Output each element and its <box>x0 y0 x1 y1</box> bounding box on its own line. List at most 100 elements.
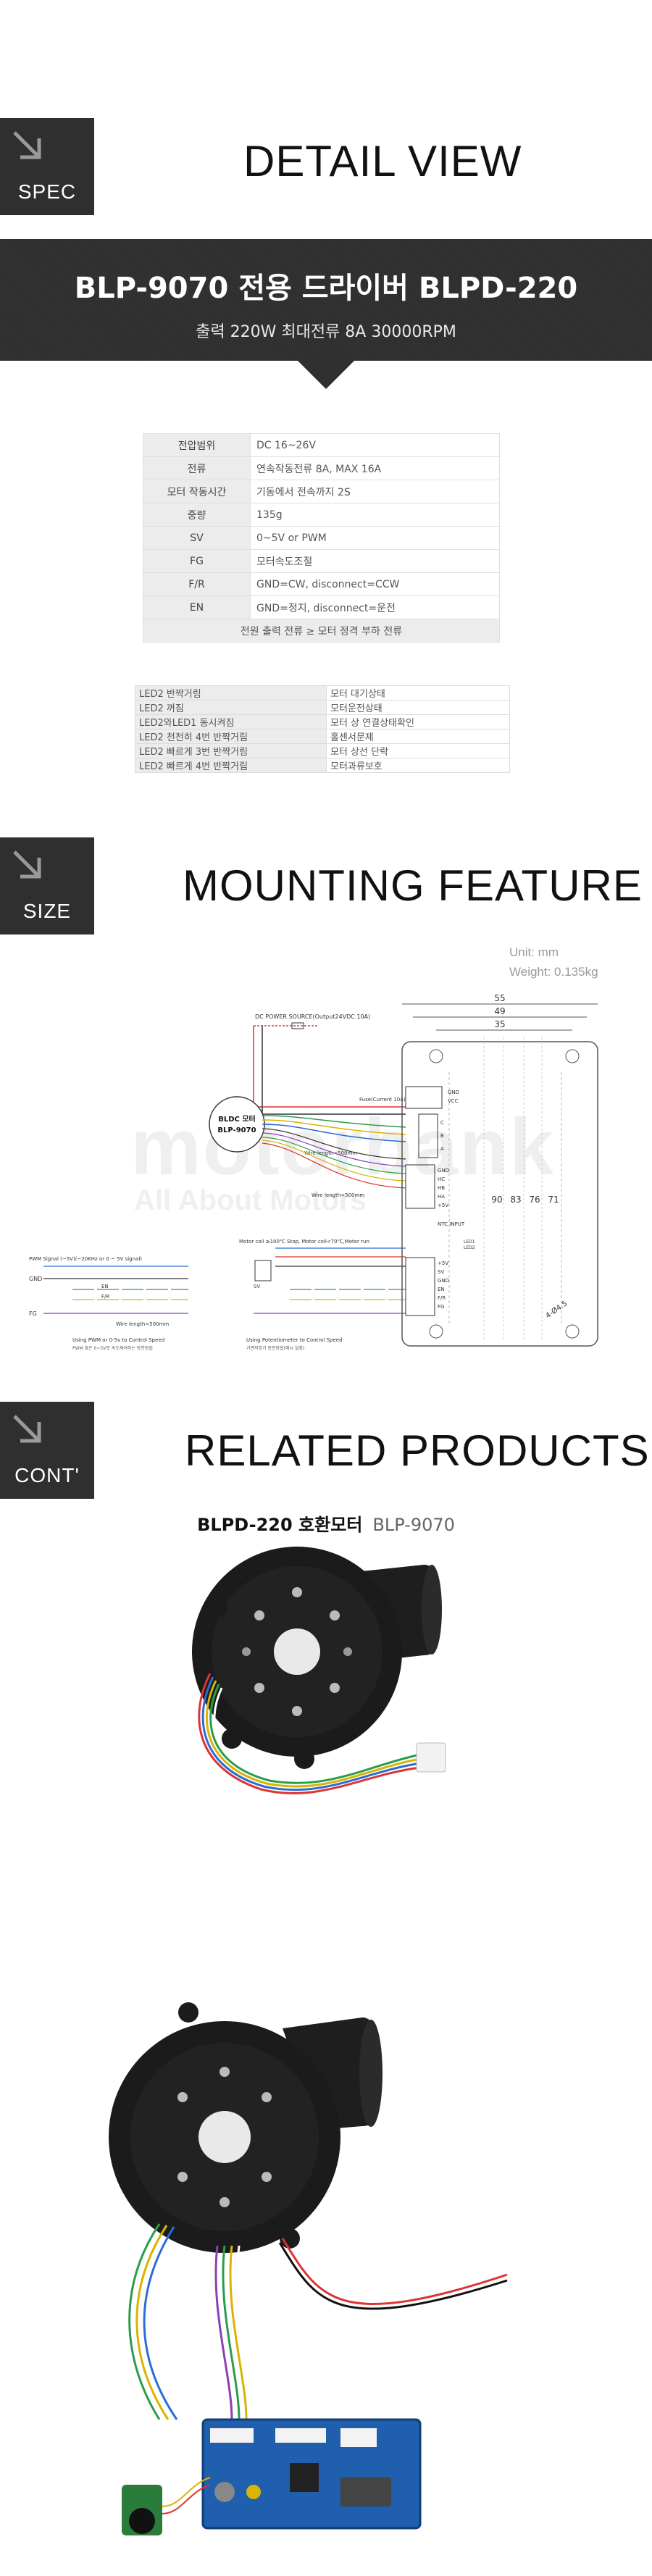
product-title: BLP-9070 전용 드라이버 BLPD-220 <box>74 272 578 305</box>
led-condition: LED2 꺼짐 <box>135 700 327 715</box>
spec-key: 전류 <box>143 456 251 480</box>
dim-71: 71 <box>548 1195 559 1205</box>
cont-badge: CONT' <box>0 1402 94 1499</box>
led-condition: LED2와LED1 동시켜짐 <box>135 714 327 729</box>
ntc-label: NTC INPUT <box>438 1221 465 1227</box>
led-condition: LED2 빠르게 3번 반짝거림 <box>135 743 327 758</box>
blower-motor-image <box>192 1547 446 1795</box>
pin-ctrl-sv: SV <box>438 1269 444 1275</box>
pin-hc: HC <box>438 1176 445 1182</box>
wire-length-label-2: Wire length<500mm <box>312 1192 364 1198</box>
weight-label: Weight: 0.135kg <box>509 965 598 979</box>
dim-35: 35 <box>494 1019 505 1029</box>
wire-length-label-3: Wire length<500mm <box>116 1321 169 1327</box>
led-condition: LED2 빠르게 4번 반짝거림 <box>135 758 327 773</box>
pot-caption-1: Using Potentiometer to Control Speed <box>246 1337 343 1343</box>
spec-value: 135g <box>250 503 500 527</box>
dim-49: 49 <box>494 1006 505 1016</box>
arrow-down-right-icon <box>13 1415 41 1443</box>
pin-ctrl-en: EN <box>438 1287 445 1292</box>
motor-label-1: BLDC 모터 <box>218 1114 256 1124</box>
caption-sub: BLP-9070 <box>372 1515 455 1535</box>
spec-key: 전압범위 <box>143 433 251 457</box>
led2-label: LED2 <box>464 1245 475 1250</box>
spec-key: SV <box>143 526 251 550</box>
pin-ctrl-fr: F/R <box>438 1295 446 1301</box>
dim-90: 90 <box>491 1195 502 1205</box>
fg-label: FG <box>29 1310 37 1317</box>
pin-hb: HB <box>438 1185 445 1191</box>
related-products-title: RELATED PRODUCTS <box>185 1426 650 1475</box>
caption-main: BLPD-220 호환모터 <box>197 1515 363 1535</box>
spec-key: EN <box>143 595 251 619</box>
detail-view-title: DETAIL VIEW <box>243 137 522 185</box>
sv-label: SV <box>254 1284 260 1289</box>
dim-55: 55 <box>494 993 505 1003</box>
cont-badge-label: CONT' <box>14 1464 80 1486</box>
led-meaning: 모터 대기상태 <box>326 685 510 701</box>
dim-76: 76 <box>529 1195 540 1205</box>
pin-gnd: GND <box>448 1090 459 1095</box>
watermark-logo: motorbank <box>130 1103 556 1192</box>
spec-value: 연속작동전류 8A, MAX 16A <box>250 456 500 480</box>
wire-length-label-1: Wire length<500mm <box>304 1150 357 1156</box>
pin-b: B <box>440 1133 444 1139</box>
pwm-caption-2: PWM 혹은 0~5V로 속도제어하는 방안방법 <box>72 1345 153 1351</box>
spec-badge-label: SPEC <box>17 180 77 203</box>
led-condition: LED2 천천히 4번 반짝거림 <box>135 729 327 744</box>
fr-label: F/R <box>101 1294 109 1300</box>
spec-key: F/R <box>143 572 251 596</box>
wiring-diagram: DC POWER SOURCE(Output24VDC 10A) Fuse(Cu… <box>29 993 598 1351</box>
spec-value: 0~5V or PWM <box>250 526 500 550</box>
title-band <box>0 239 652 361</box>
motor-coil-label: Motor coil ≥100℃ Stop, Motor coil<70℃,Mo… <box>239 1239 369 1245</box>
spec-value: GND=CW, disconnect=CCW <box>250 572 500 596</box>
pin-ctrl-fg: FG <box>438 1304 444 1310</box>
title-band-notch <box>297 360 355 389</box>
unit-label: Unit: mm <box>509 945 559 959</box>
fuse-label: Fuse(Current 10A) <box>359 1097 406 1103</box>
pin-hall-5v: +5V <box>438 1203 448 1208</box>
spec-key: 중량 <box>143 503 251 527</box>
led-meaning: 모터 상선 단락 <box>326 743 510 758</box>
led-meaning: 모터 상 연결상태확인 <box>326 714 510 729</box>
led-meaning: 모터운전상태 <box>326 700 510 715</box>
arrow-down-right-icon <box>13 850 41 879</box>
en-label: EN <box>101 1284 109 1289</box>
spec-note: 전원 출력 전류 ≥ 모터 정격 부하 전류 <box>143 619 500 643</box>
led-meaning: 모터과류보호 <box>326 758 510 773</box>
led1-label: LED1 <box>464 1239 475 1245</box>
watermark-tagline: All About Motors <box>134 1184 367 1216</box>
pin-vcc: VCC <box>448 1098 459 1104</box>
pin-c: C <box>440 1120 444 1126</box>
size-badge-label: SIZE <box>22 900 72 922</box>
spec-value: GND=정지, disconnect=운전 <box>250 595 500 619</box>
spec-note-row: 전원 출력 전류 ≥ 모터 정격 부하 전류 <box>143 619 500 643</box>
dim-83: 83 <box>510 1195 521 1205</box>
pwm-signal-label: PWM Signal (~5V)(~20KHz or 0 ~ 5V signal… <box>29 1256 142 1262</box>
size-badge: SIZE <box>0 837 94 934</box>
spec-value: 모터속도조절 <box>250 549 500 573</box>
pin-hall-gnd: GND <box>438 1168 449 1174</box>
motor-label-2: BLP-9070 <box>217 1126 256 1134</box>
spec-badge: SPEC <box>0 118 94 215</box>
spec-value: DC 16~26V <box>250 433 500 457</box>
spec-key: 모터 작동시간 <box>143 480 251 503</box>
blower-with-driver-image <box>109 2002 508 2535</box>
spec-key: FG <box>143 549 251 573</box>
pin-ha: HA <box>438 1194 445 1200</box>
pin-ctrl-5v: +5V <box>438 1260 448 1266</box>
